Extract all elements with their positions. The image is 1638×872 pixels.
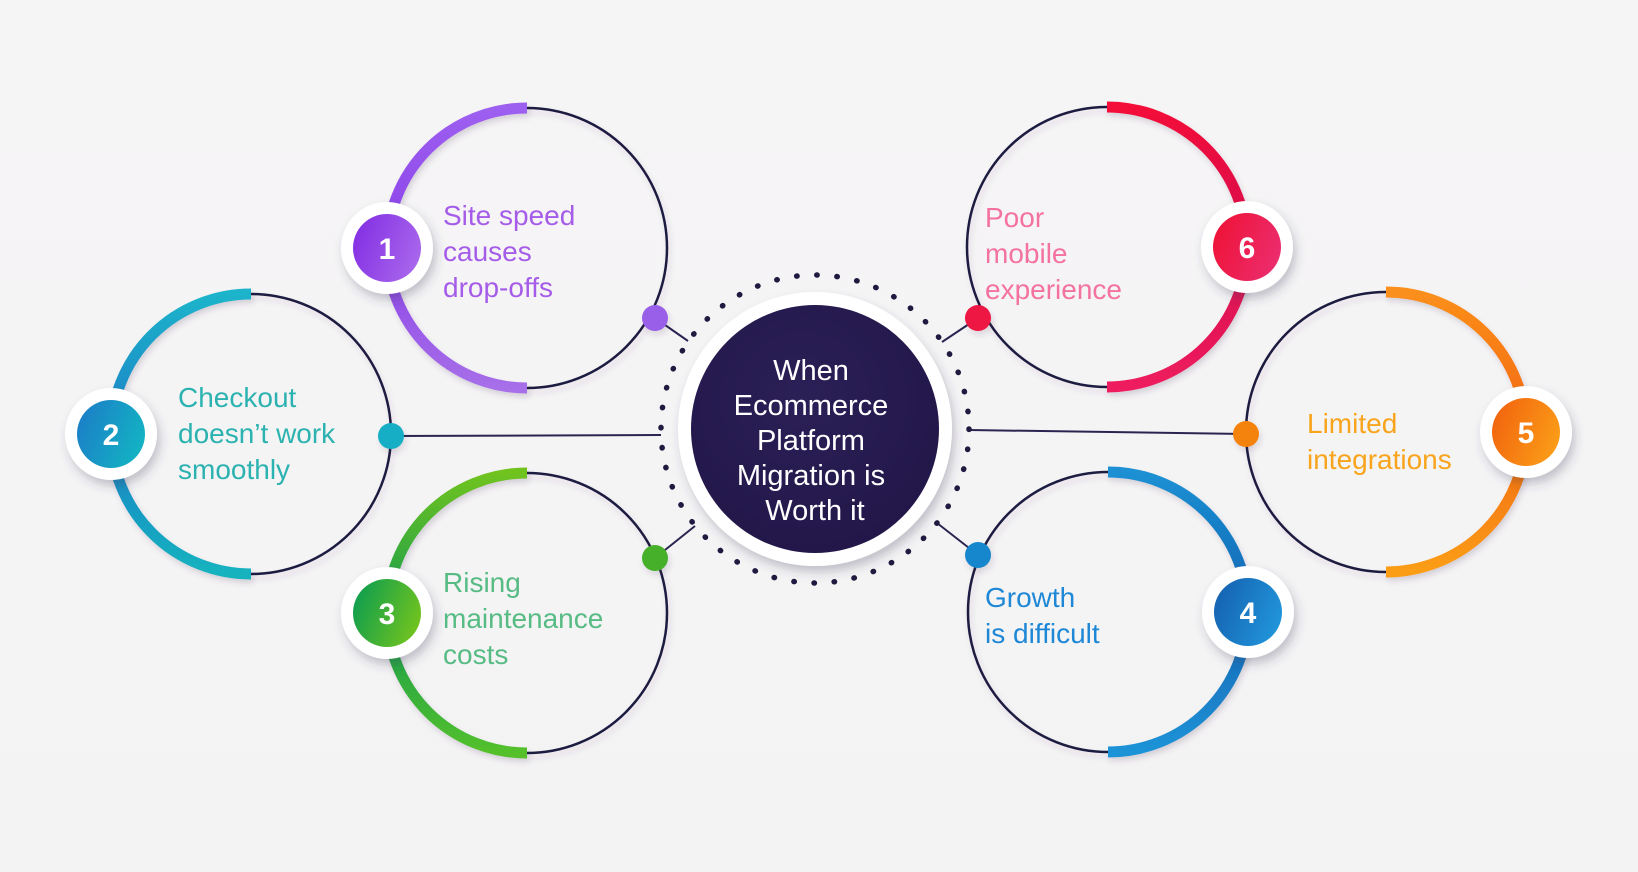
node-5-label: Limited integrations bbox=[1307, 408, 1452, 475]
center-title: When Ecommerce Platform Migration is Wor… bbox=[734, 355, 897, 527]
node-2-badge bbox=[77, 400, 145, 468]
connector-line-5 bbox=[968, 429, 1247, 435]
node-4-label: Growth is difficult bbox=[985, 582, 1100, 649]
connector-line-2 bbox=[390, 434, 662, 437]
node-2-label: Checkout doesn’t work smoothly bbox=[178, 382, 343, 485]
node-1-number: 1 bbox=[379, 233, 396, 266]
node-checkout: 2 Checkout doesn’t work smoothly bbox=[65, 288, 404, 580]
node-6-badge bbox=[1213, 213, 1281, 281]
node-site-speed: 1 Site speed causes drop-offs bbox=[341, 102, 669, 394]
connector-dot-1 bbox=[642, 305, 668, 331]
connector-dot-6 bbox=[965, 305, 991, 331]
node-3-badge bbox=[353, 579, 421, 647]
node-6-label: Poor mobile experience bbox=[985, 202, 1122, 305]
node-growth-difficult: 4 Growth is difficult bbox=[965, 466, 1294, 758]
connector-dot-4 bbox=[965, 542, 991, 568]
center-circle bbox=[691, 305, 939, 553]
connector-dot-5 bbox=[1233, 421, 1259, 447]
node-6-number: 6 bbox=[1239, 232, 1256, 265]
connector-dot-2 bbox=[378, 423, 404, 449]
node-poor-mobile: 6 Poor mobile experience bbox=[965, 101, 1293, 393]
node-1-badge bbox=[353, 214, 421, 282]
node-maintenance-costs: 3 Rising maintenance costs bbox=[341, 467, 669, 759]
node-3-label: Rising maintenance costs bbox=[443, 567, 611, 670]
node-3-number: 3 bbox=[379, 598, 396, 631]
center-node: When Ecommerce Platform Migration is Wor… bbox=[658, 272, 972, 586]
node-5-number: 5 bbox=[1518, 417, 1535, 450]
node-4-badge bbox=[1214, 578, 1282, 646]
connector-dot-3 bbox=[642, 545, 668, 571]
node-limited-integrations: 5 Limited integrations bbox=[1233, 286, 1572, 578]
node-2-number: 2 bbox=[103, 419, 120, 452]
center-dotted-ring bbox=[658, 272, 972, 586]
node-1-label: Site speed causes drop-offs bbox=[443, 200, 583, 303]
node-5-badge bbox=[1492, 398, 1560, 466]
node-4-number: 4 bbox=[1240, 597, 1257, 630]
